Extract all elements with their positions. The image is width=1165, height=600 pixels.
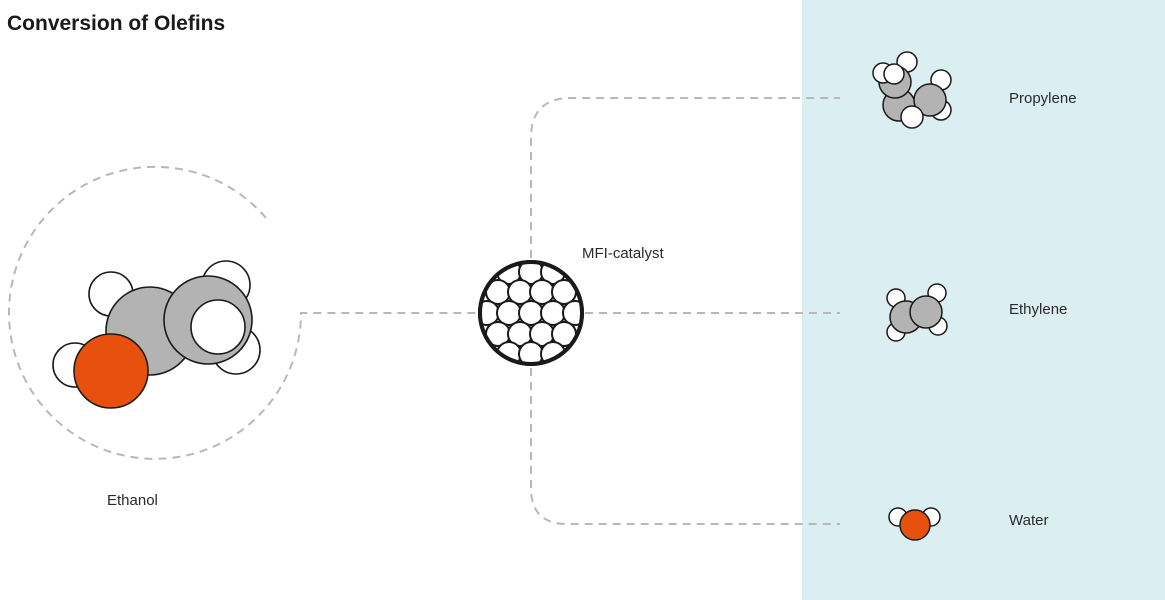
catalyst-label: MFI-catalyst (582, 245, 664, 262)
hydrogen-atom (900, 105, 924, 129)
connector-to-water (530, 368, 840, 525)
carbon-atom (913, 83, 947, 117)
hydrogen-atom (190, 299, 246, 355)
carbon-atom (909, 295, 943, 329)
ethylene-label: Ethylene (1009, 301, 1068, 318)
products-panel (802, 0, 1165, 600)
ethanol-ring-connector (8, 165, 478, 460)
ethanol-molecule (52, 260, 261, 409)
ethanol-label: Ethanol (107, 492, 158, 509)
ethylene-molecule (886, 283, 948, 342)
oxygen-atom (899, 509, 931, 541)
water-molecule (888, 507, 941, 541)
oxygen-atom (73, 333, 149, 409)
hydrogen-atom (883, 63, 905, 85)
propylene-label: Propylene (1009, 90, 1077, 107)
connectors (8, 97, 840, 525)
connector-to-propylene (530, 97, 840, 258)
diagram-title: Conversion of Olefins (7, 12, 226, 35)
propylene-molecule (872, 51, 952, 129)
mfi-catalyst-icon (478, 260, 584, 366)
water-label: Water (1009, 512, 1049, 529)
